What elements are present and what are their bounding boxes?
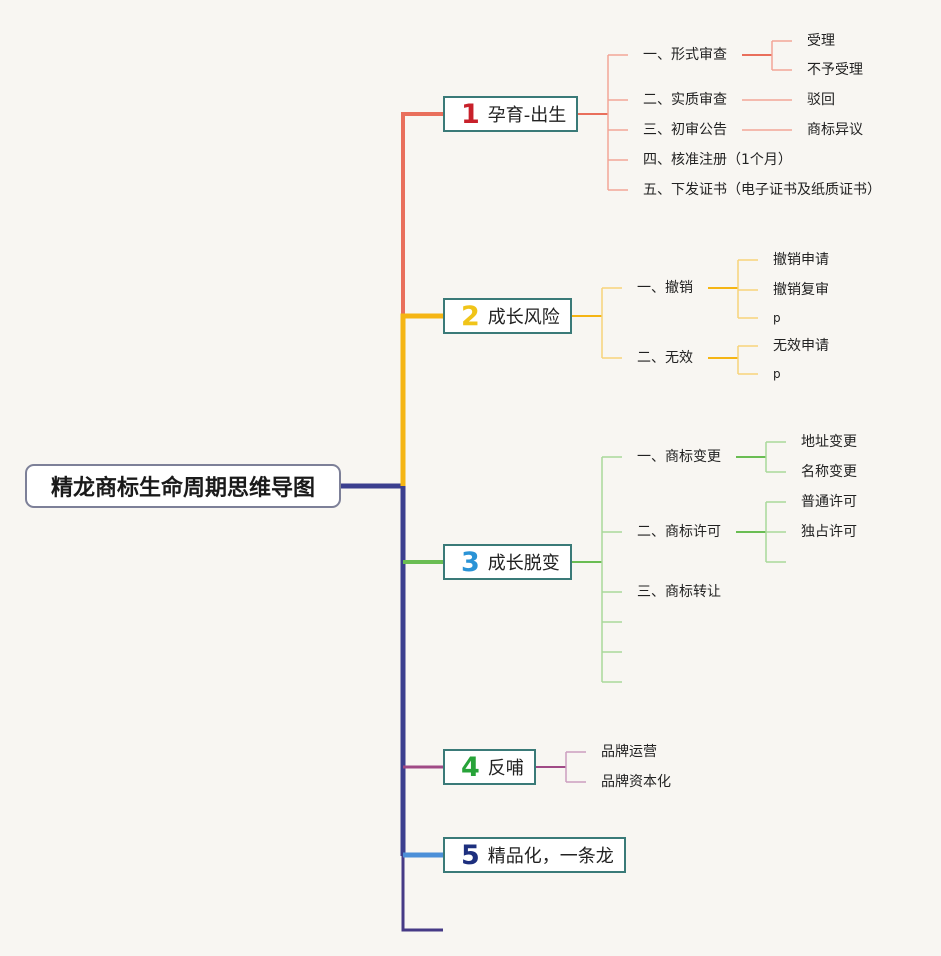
topic-label[interactable]: 品牌运营 [601, 744, 657, 760]
topic-label[interactable]: 二、无效 [637, 350, 693, 366]
root-topic[interactable]: 精龙商标生命周期思维导图 [25, 464, 341, 508]
topic-label[interactable]: 二、商标许可 [637, 524, 721, 540]
topic-label[interactable]: 名称变更 [801, 464, 857, 480]
branch-number-4: 4 [461, 751, 480, 783]
topic-label[interactable]: 撤销复审 [773, 282, 829, 298]
branch-number-2: 2 [461, 300, 480, 332]
topic-label[interactable]: 一、撤销 [637, 280, 693, 296]
topic-label[interactable]: 撤销申请 [773, 252, 829, 268]
topic-label[interactable]: 四、核准注册（1个月） [643, 152, 792, 168]
topic-label[interactable]: 三、初审公告 [643, 122, 727, 138]
topic-label[interactable]: 二、实质审查 [643, 92, 727, 108]
topic-label[interactable]: 三、商标转让 [637, 584, 721, 600]
topic-label[interactable]: 普通许可 [801, 494, 857, 510]
topic-label[interactable]: 驳回 [807, 92, 835, 108]
topic-label[interactable]: 受理 [807, 33, 835, 49]
topic-label[interactable]: 无效申请 [773, 338, 829, 354]
branch-label-3: 成长脱变 [487, 553, 560, 574]
topic-label[interactable]: 一、形式审查 [643, 47, 727, 63]
topic-label[interactable]: 独占许可 [801, 524, 857, 540]
topic-label[interactable]: 一、商标变更 [637, 449, 721, 465]
branch-number-5: 5 [461, 839, 480, 871]
topic-label[interactable]: 地址变更 [801, 434, 857, 450]
topic-label[interactable]: 五、下发证书（电子证书及纸质证书） [643, 182, 881, 198]
branch-label-4: 反哺 [487, 758, 524, 779]
branch-node-2[interactable]: 2 成长风险 [443, 298, 572, 334]
branch-label-2: 成长风险 [487, 307, 560, 328]
branch-number-1: 1 [461, 98, 480, 130]
branch-node-1[interactable]: 1 孕育-出生 [443, 96, 578, 132]
branch-node-5[interactable]: 5 精品化，一条龙 [443, 837, 626, 873]
branch-number-3: 3 [461, 546, 480, 578]
branch-node-4[interactable]: 4 反哺 [443, 749, 536, 785]
topic-label[interactable]: 品牌资本化 [601, 774, 671, 790]
topic-label[interactable]: 不予受理 [807, 62, 863, 78]
branch-label-1: 孕育-出生 [487, 105, 567, 126]
topic-label[interactable]: p [773, 367, 781, 381]
topic-label[interactable]: p [773, 311, 781, 325]
branch-label-5: 精品化，一条龙 [487, 846, 614, 867]
branch-node-3[interactable]: 3 成长脱变 [443, 544, 572, 580]
topic-label[interactable]: 商标异议 [807, 122, 863, 138]
